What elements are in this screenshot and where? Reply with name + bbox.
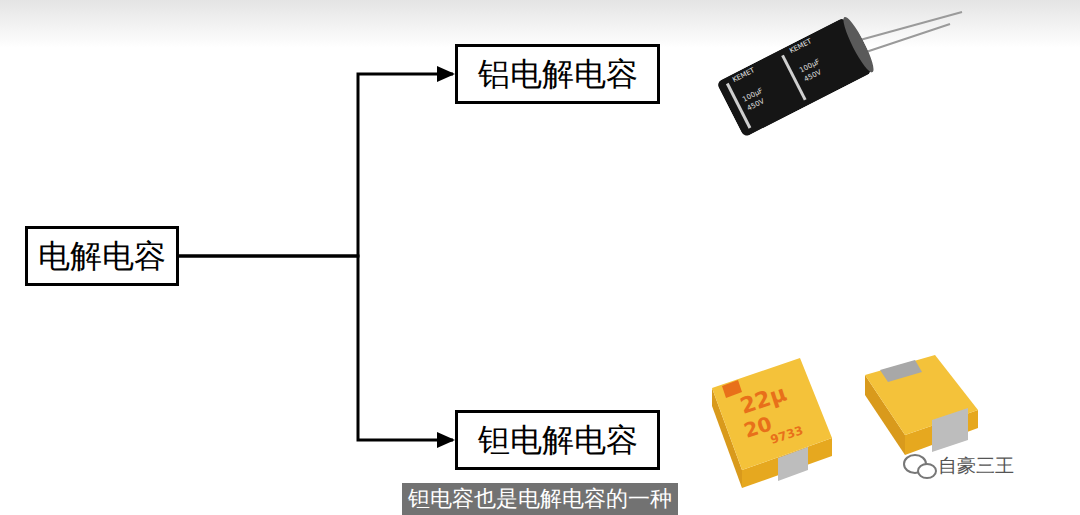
category-box: 钽电解电容 [455, 410, 660, 470]
subtitle: 钽电容也是电解电容的一种 [402, 483, 678, 515]
category-box: 铝电解电容 [455, 44, 660, 104]
branch-arrow [179, 74, 453, 256]
watermark: 自豪三王 [938, 453, 1014, 477]
branch-arrow [179, 256, 453, 440]
box-label: 电解电容 [38, 237, 166, 275]
category-box: 电解电容 [25, 226, 179, 286]
box-label: 钽电解电容 [478, 421, 638, 459]
box-label: 铝电解电容 [478, 55, 638, 93]
